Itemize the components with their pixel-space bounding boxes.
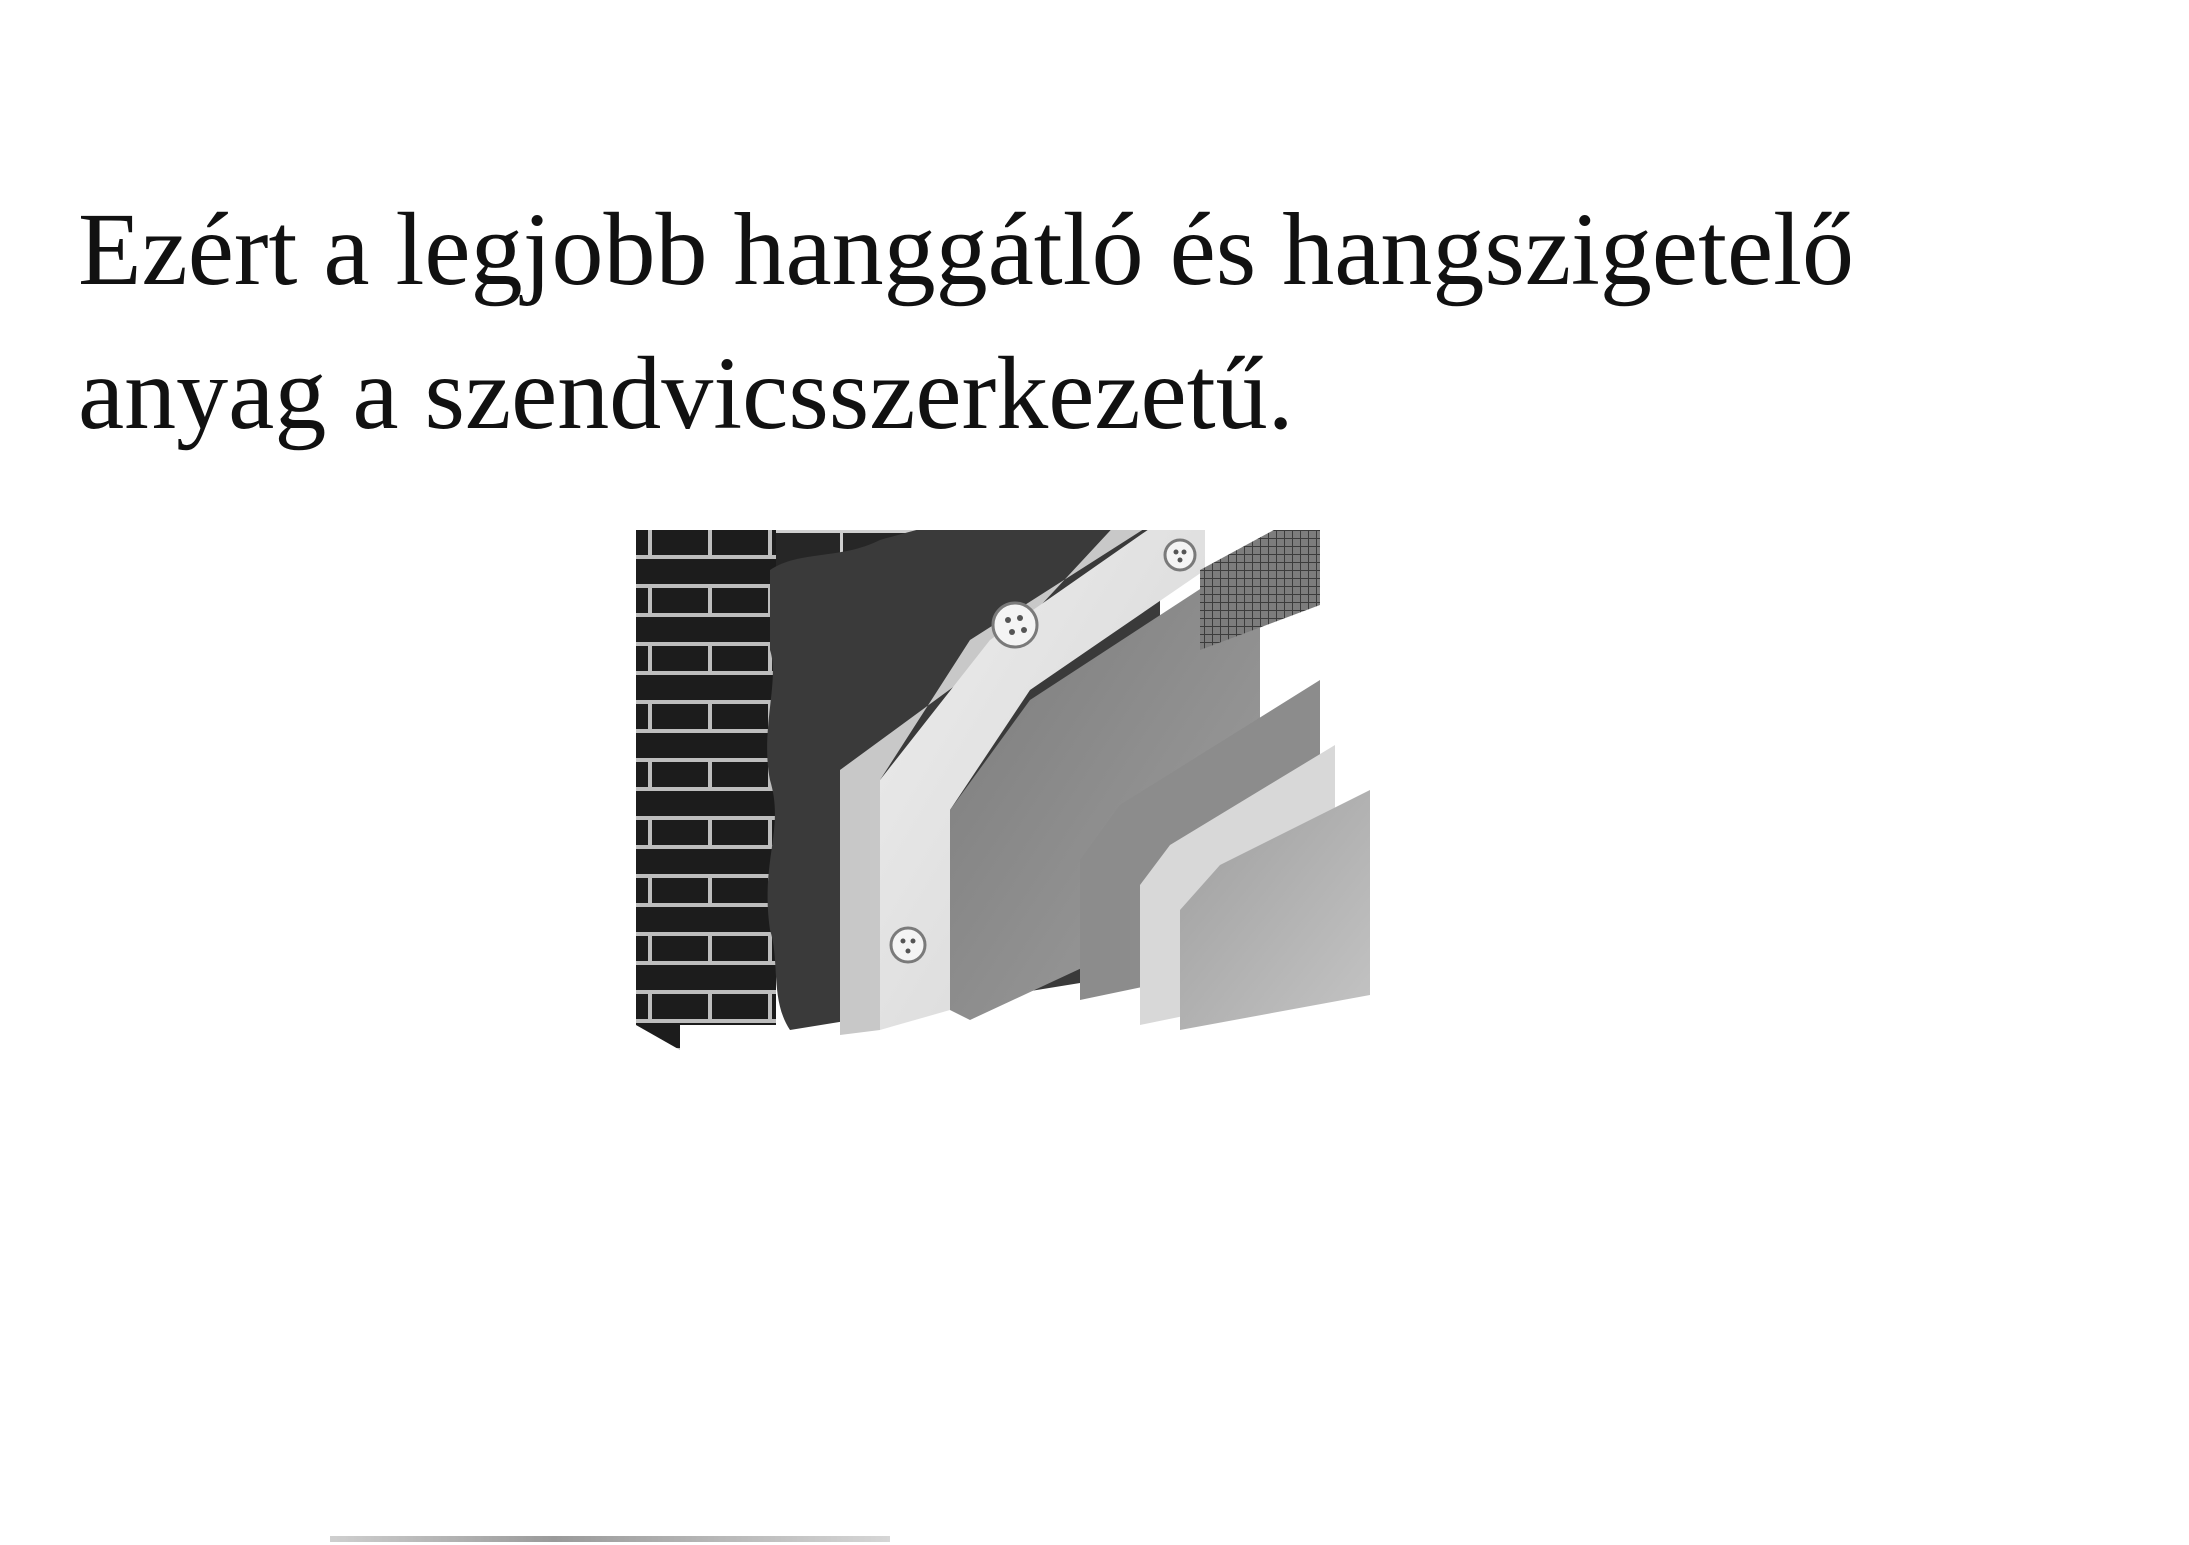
wall-layers-drawing	[636, 530, 1370, 1050]
title-line-1: Ezért a legjobb hanggátló és hangszigete…	[78, 192, 1855, 307]
insulation-board-shape	[840, 530, 1143, 1035]
slide-title: Ezért a legjobb hanggátló és hangszigete…	[78, 178, 2168, 466]
bottom-edge-strip	[330, 1536, 890, 1542]
insulation-board-face	[880, 530, 1205, 1030]
dowel-icon	[889, 926, 927, 964]
wall-front-bricks	[636, 530, 776, 1025]
wall-layers-illustration	[620, 530, 1640, 1430]
dowel-icon	[991, 601, 1039, 649]
finish-layer	[1180, 790, 1370, 1030]
reinforcing-mesh	[1200, 530, 1320, 650]
dowel-icon	[1163, 538, 1197, 572]
title-line-2: anyag a szendvicsszerkezetű.	[78, 336, 1294, 451]
